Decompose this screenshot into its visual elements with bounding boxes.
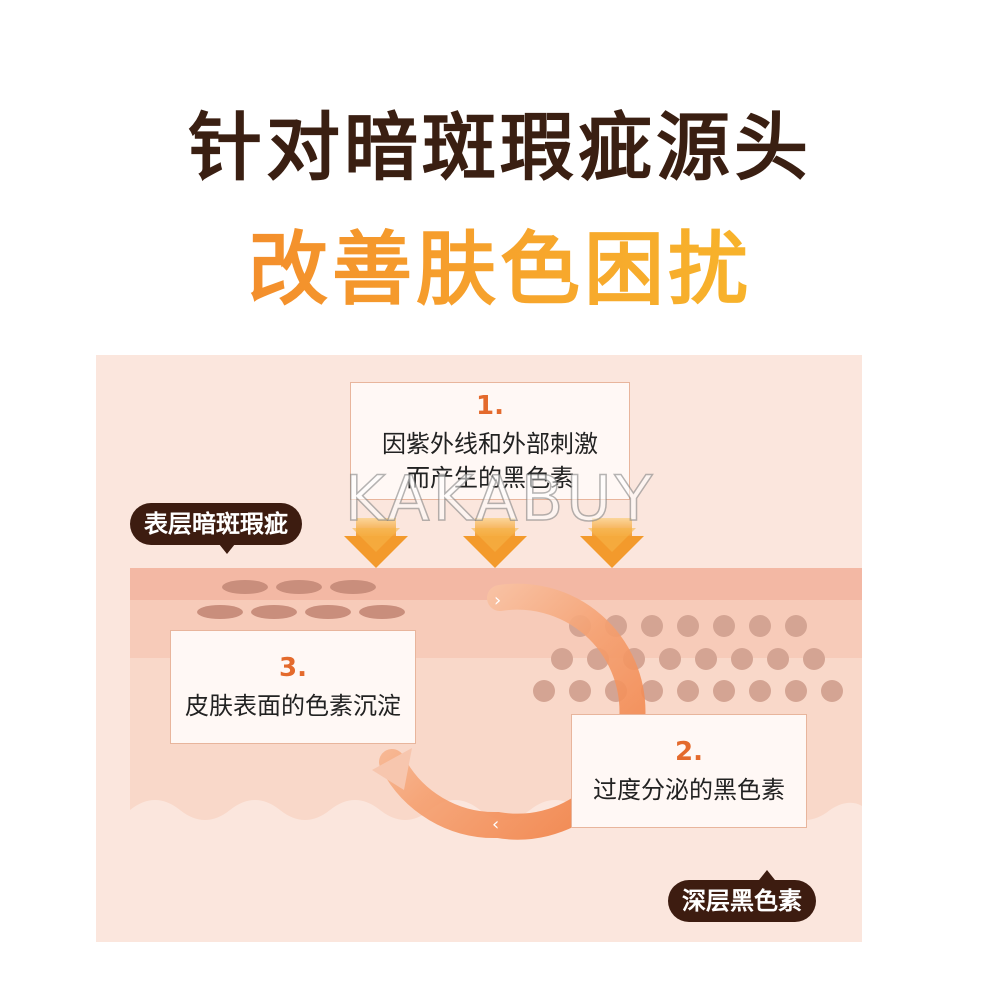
tag-deep-pointer	[759, 870, 775, 880]
pigment-spot	[276, 580, 322, 594]
step-3-number: 3.	[279, 653, 307, 683]
pigment-spot	[359, 605, 405, 619]
surface-pigment-spots	[197, 580, 405, 619]
pigment-spot	[222, 580, 268, 594]
cycle-chevron-top-icon: ›	[494, 590, 501, 611]
watermark: KAKABUY	[344, 461, 656, 536]
step-1-text-line1: 因紫外线和外部刺激	[382, 430, 598, 458]
uv-arrow-icon	[463, 518, 527, 568]
headline-primary: 针对暗斑瑕疵源头	[188, 105, 812, 191]
step-1-number: 1.	[476, 391, 504, 421]
step-3-text: 皮肤表面的色素沉淀	[185, 692, 401, 720]
pigment-spot	[197, 605, 243, 619]
uv-arrow-icon	[580, 518, 644, 568]
pigment-spot	[251, 605, 297, 619]
uv-arrow-icon	[344, 518, 408, 568]
step-2-text: 过度分泌的黑色素	[593, 776, 785, 804]
callout-step-1: 1. 因紫外线和外部刺激 而产生的黑色素	[350, 382, 630, 500]
tag-surface-pointer	[219, 544, 235, 554]
pigment-spot	[330, 580, 376, 594]
step-2-number: 2.	[675, 737, 703, 767]
headline-secondary: 改善肤色困扰	[0, 205, 1000, 321]
step-1-text-line2: 而产生的黑色素	[406, 464, 574, 492]
callout-step-3: 3. 皮肤表面的色素沉淀	[170, 630, 416, 744]
tag-deep-melanin: 深层黑色素	[668, 880, 816, 922]
tag-surface-blemish: 表层暗斑瑕疵	[130, 503, 302, 545]
cycle-chevron-bottom-icon: ‹	[492, 814, 499, 835]
pigment-spot	[305, 605, 351, 619]
cycle-arrowhead	[372, 748, 412, 790]
callout-step-2: 2. 过度分泌的黑色素	[571, 714, 807, 828]
